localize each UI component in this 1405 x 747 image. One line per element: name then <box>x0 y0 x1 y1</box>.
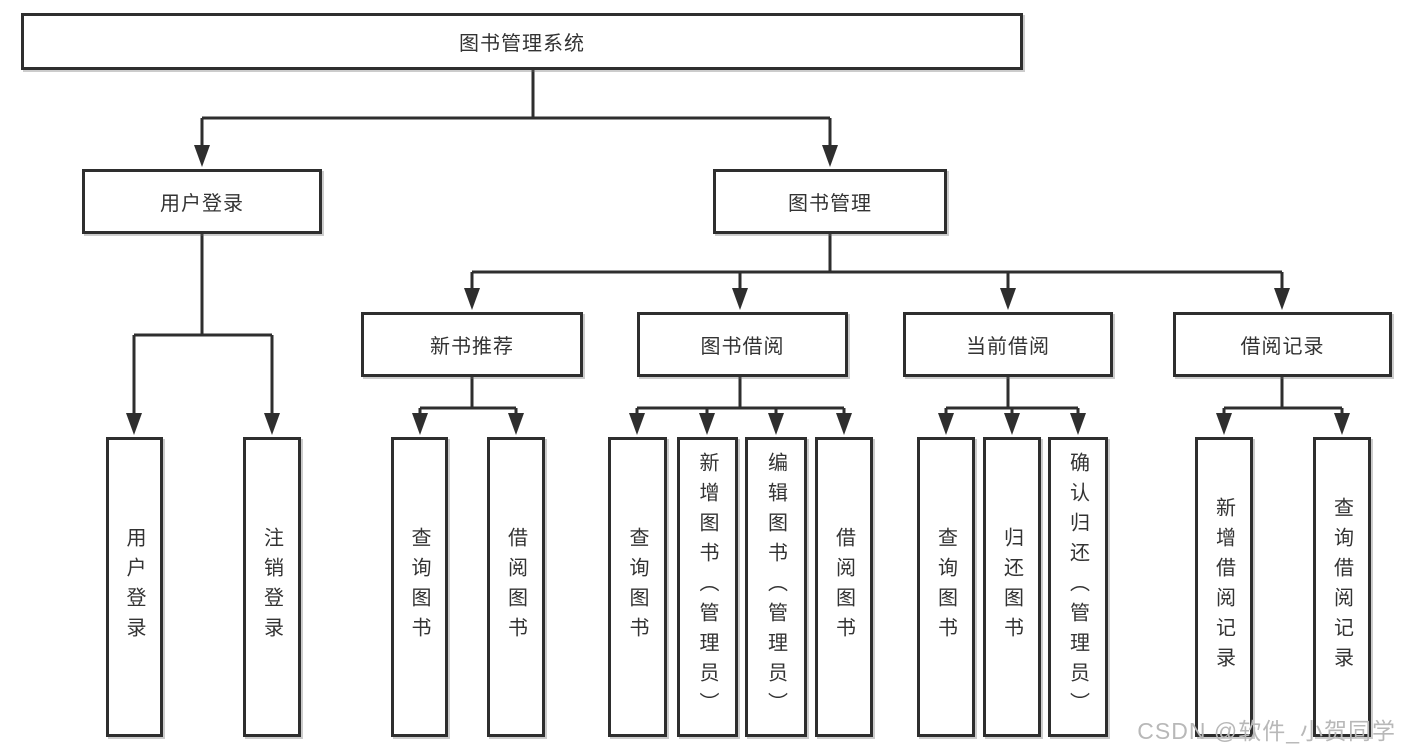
node-book-borrowing: 图书借阅 <box>637 312 848 377</box>
leaf-user-login-label: 用户登录 <box>123 527 145 647</box>
node-borrow-records: 借阅记录 <box>1173 312 1392 377</box>
leaf-confirm-return-admin-label: 确认归还（管理员） <box>1066 452 1089 722</box>
leaf-user-login: 用户登录 <box>106 437 163 737</box>
leaf-query-borrow-record-label: 查询借阅记录 <box>1330 497 1353 677</box>
leaf-logout-login-label: 注销登录 <box>260 527 283 647</box>
leaf-add-borrow-record-label: 新增借阅记录 <box>1212 497 1235 677</box>
leaf-query-books-borrowing-label: 查询图书 <box>626 527 648 647</box>
leaf-query-books-borrowing: 查询图书 <box>608 437 667 737</box>
leaf-query-books-recommend: 查询图书 <box>391 437 448 737</box>
node-library-management-system: 图书管理系统 <box>21 13 1023 70</box>
arrowheads <box>126 145 1350 435</box>
node-current-borrowing: 当前借阅 <box>903 312 1113 377</box>
leaf-query-books-current-label: 查询图书 <box>934 527 957 647</box>
leaf-return-books-label: 归还图书 <box>1000 527 1023 647</box>
leaf-return-books: 归还图书 <box>983 437 1041 737</box>
leaf-add-book-admin-label: 新增图书（管理员） <box>696 452 718 722</box>
leaf-borrow-books-recommend-label: 借阅图书 <box>504 527 527 647</box>
leaf-query-books-current: 查询图书 <box>917 437 975 737</box>
leaf-query-books-recommend-label: 查询图书 <box>408 527 430 647</box>
leaf-borrow-books-borrowing: 借阅图书 <box>815 437 873 737</box>
leaf-query-borrow-record: 查询借阅记录 <box>1313 437 1371 737</box>
leaf-borrow-books-borrowing-label: 借阅图书 <box>832 527 855 647</box>
node-user-login: 用户登录 <box>82 169 322 234</box>
watermark-text: CSDN @软件_小贺同学 <box>1137 718 1396 744</box>
leaf-logout-login: 注销登录 <box>243 437 301 737</box>
leaf-edit-book-admin: 编辑图书（管理员） <box>745 437 807 737</box>
leaf-borrow-books-recommend: 借阅图书 <box>487 437 545 737</box>
leaf-add-borrow-record: 新增借阅记录 <box>1195 437 1253 737</box>
node-new-book-recommend: 新书推荐 <box>361 312 583 377</box>
leaf-confirm-return-admin: 确认归还（管理员） <box>1048 437 1108 737</box>
node-book-management: 图书管理 <box>713 169 947 234</box>
leaf-edit-book-admin-label: 编辑图书（管理员） <box>764 452 787 722</box>
leaf-add-book-admin: 新增图书（管理员） <box>677 437 738 737</box>
